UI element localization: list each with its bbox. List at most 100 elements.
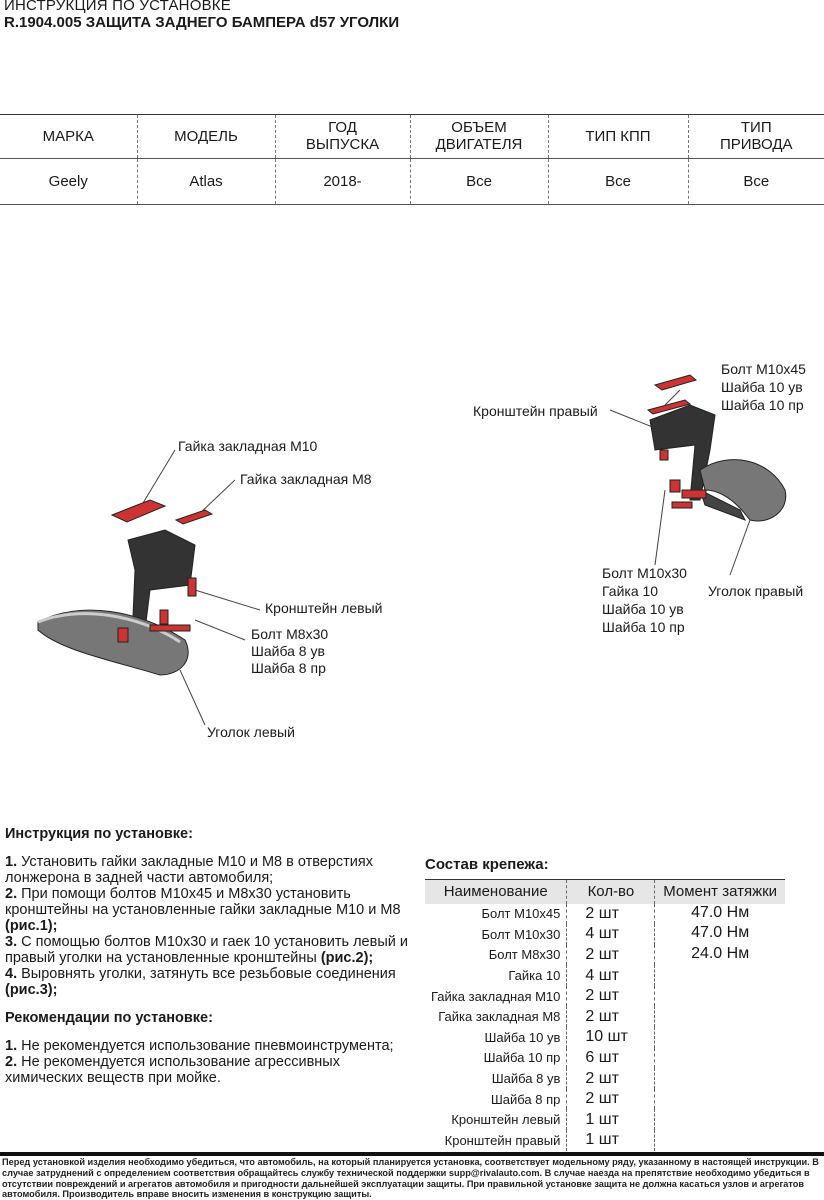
fastener-name: Кронштейн левый: [451, 1112, 561, 1128]
fastener-qty: 2 шт: [566, 944, 655, 966]
fastener-torque: [654, 1047, 785, 1069]
recs-item: 1. Не рекомендуется использование пневмо…: [5, 1038, 420, 1054]
spec-header: ТИП КПП: [547, 115, 688, 158]
fastener-name: Шайба 8 пр: [490, 1091, 561, 1107]
steps-item: 4. Выровнять уголки, затянуть все резьбо…: [5, 966, 420, 998]
fastener-name: Кронштейн правый: [444, 1132, 561, 1148]
spec-value: Все: [547, 157, 688, 205]
item-text: С помощью болтов М10х30 и гаек 10 устано…: [5, 934, 408, 966]
fastener-qty: 1 шт: [566, 1130, 655, 1151]
label-washer-8-pr: Шайба 8 пр: [251, 660, 326, 676]
figure-ref: (рис.3);: [5, 982, 58, 998]
item-number: 1.: [5, 1038, 18, 1054]
col-name: Наименование: [425, 879, 567, 904]
label-washer-10-uv: Шайба 10 ув: [721, 379, 803, 395]
fastener-qty: 10 шт: [566, 1027, 655, 1048]
fastener-qty: 6 шт: [566, 1047, 655, 1069]
fastener-torque: [654, 1006, 785, 1028]
fasteners-title: Состав крепежа:: [425, 856, 549, 873]
spec-value: Geely: [0, 157, 137, 205]
item-text: Не рекомендуется использование пневмоинс…: [17, 1038, 394, 1054]
fastener-qty: 2 шт: [566, 1068, 655, 1089]
spec-value: 2018-: [274, 157, 410, 205]
item-text: Выровнять уголки, затянуть все резьбовые…: [17, 966, 396, 982]
label-nut-10: Гайка 10: [602, 583, 659, 599]
label-bolt-m8x30: Болт М8х30: [251, 626, 329, 642]
figure-ref: (рис.2);: [320, 950, 374, 966]
label-washer-10-uv-2: Шайба 10 ув: [602, 601, 684, 617]
item-text: Не рекомендуется использование агрессивн…: [5, 1054, 340, 1086]
instructions-title: Инструкция по установке:: [5, 826, 193, 842]
item-number: 2.: [5, 1054, 18, 1070]
fastener-torque: [654, 1027, 785, 1048]
col-qty: Кол-во: [566, 879, 655, 904]
fastener-name: Шайба 10 пр: [483, 1050, 561, 1066]
label-corner-right: Уголок правый: [708, 583, 804, 599]
spec-header-line: МАРКА: [42, 127, 94, 145]
label-nut-m8: Гайка закладная М8: [240, 471, 372, 487]
label-bolt-group-right-top: Болт М10х45 Шайба 10 ув Шайба 10 пр: [721, 360, 806, 414]
label-bolt-group-left: Болт М8х30 Шайба 8 ув Шайба 8 пр: [251, 626, 328, 677]
figure-ref: (рис.1);: [5, 918, 58, 934]
fastener-torque: 24.0 Нм: [654, 944, 785, 966]
fastener-name: Гайка закладная М10: [431, 988, 561, 1004]
doc-title: R.1904.005 ЗАЩИТА ЗАДНЕГО БАМПЕРА d57 УГ…: [4, 14, 400, 31]
spec-header: МОДЕЛЬ: [136, 115, 275, 158]
spec-value: Все: [409, 157, 548, 205]
fastener-name: Гайка 10: [508, 968, 561, 984]
recommendations-title: Рекомендации по установке:: [5, 1010, 213, 1026]
fastener-name: Болт М10х45: [481, 906, 561, 922]
label-washer-10-pr-2: Шайба 10 пр: [602, 619, 685, 635]
spec-value: Atlas: [136, 157, 275, 205]
item-number: 2.: [5, 886, 18, 902]
spec-value: Все: [687, 157, 824, 205]
fastener-torque: [654, 1088, 785, 1110]
col-torque: Момент затяжки: [654, 879, 785, 904]
right-assembly: [609, 374, 787, 576]
instructions: Инструкция по установке: 1. Установить г…: [5, 826, 420, 1086]
spec-header-line: ТИП КПП: [585, 127, 651, 145]
fastener-row: Гайка закладная М10 2 шт: [425, 985, 785, 1007]
label-bolt-m10x45: Болт М10х45: [721, 361, 806, 377]
fastener-torque: [654, 965, 785, 986]
item-text: Установить гайки закладные М10 и М8 в от…: [5, 854, 374, 886]
fastener-name: Болт М10х30: [481, 926, 561, 942]
fastener-qty: 1 шт: [566, 1109, 655, 1131]
spec-header-line: ДВИГАТЕЛЯ: [435, 136, 523, 154]
fastener-torque: [654, 985, 785, 1007]
spec-header-line: ТИП: [740, 119, 772, 137]
label-bolt-m10x30: Болт М10х30: [602, 565, 687, 581]
fastener-row: Шайба 8 пр 2 шт: [425, 1088, 785, 1110]
fastener-qty: 2 шт: [566, 1088, 655, 1110]
spec-header-line: ПРИВОДА: [719, 136, 793, 154]
fastener-qty: 2 шт: [566, 985, 655, 1007]
fastener-torque: [654, 1109, 785, 1131]
fastener-name: Болт М8х30: [488, 947, 561, 963]
footer-disclaimer: Перед установкой изделия необходимо убед…: [0, 1152, 824, 1200]
label-washer-8-uv: Шайба 8 ув: [251, 643, 325, 659]
steps-item: 2. При помощи болтов М10х45 и М8х30 уста…: [5, 886, 420, 934]
item-number: 3.: [5, 934, 18, 950]
fastener-name: Гайка закладная М8: [438, 1009, 561, 1025]
spec-header-line: ВЫПУСКА: [305, 136, 380, 154]
fastener-name: Шайба 10 ув: [484, 1029, 561, 1045]
spec-header-line: МОДЕЛЬ: [174, 127, 238, 145]
fastener-row: Шайба 10 пр 6 шт: [425, 1047, 785, 1069]
fastener-row: Шайба 10 ув 10 шт: [425, 1027, 785, 1048]
installation-diagram: [37, 374, 787, 726]
label-nut-m10: Гайка закладная М10: [178, 438, 318, 454]
steps-item: 1. Установить гайки закладные М10 и М8 в…: [5, 854, 420, 886]
label-bracket-left: Кронштейн левый: [265, 600, 383, 616]
item-number: 1.: [5, 854, 18, 870]
recs-item: 2. Не рекомендуется использование агресс…: [5, 1054, 420, 1086]
doc-subtitle: ИНСТРУКЦИЯ ПО УСТАНОВКЕ: [4, 0, 231, 14]
